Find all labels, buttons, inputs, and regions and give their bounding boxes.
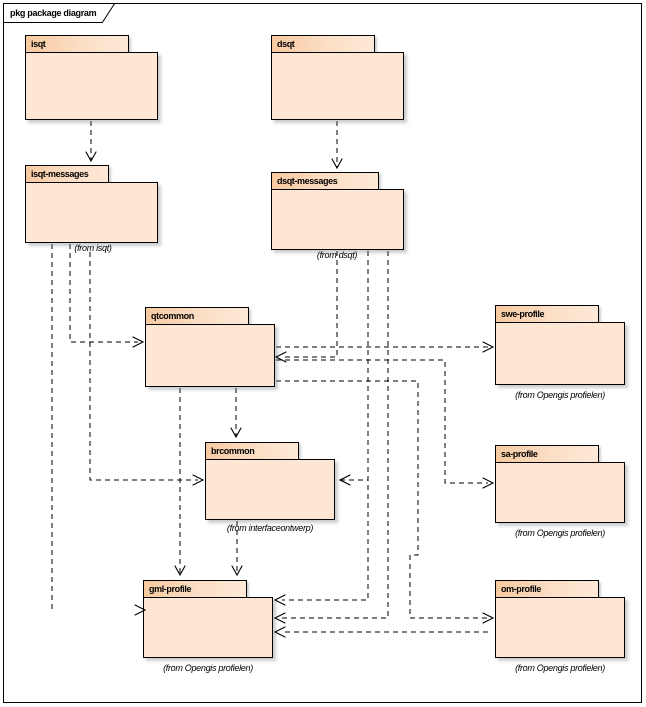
package-brcommon-label: brcommon	[211, 446, 255, 456]
diagram-frame	[3, 3, 642, 703]
package-gml-profile-body	[143, 597, 273, 658]
package-brcommon-body	[205, 459, 335, 520]
package-om-profile-tab: om-profile	[495, 580, 599, 598]
package-om-profile-body	[495, 597, 625, 658]
package-dsqt-messages-tab: dsqt-messages	[271, 172, 379, 190]
package-dsqt-messages-body	[271, 189, 404, 250]
package-dsqt-tab: dsqt	[271, 35, 375, 53]
diagram-frame-label: pkg package diagram	[10, 8, 97, 18]
package-isqt-messages-tab: isqt-messages	[25, 165, 109, 183]
package-qtcommon-label: qtcommon	[151, 311, 194, 321]
package-dsqt-messages-from: (from dsqt)	[316, 250, 358, 260]
package-isqt-messages-label: isqt-messages	[31, 169, 89, 179]
diagram-frame-tab: pkg package diagram	[3, 3, 102, 23]
frame-tab-corner-icon	[102, 3, 116, 24]
package-brcommon-from: (from interfaceontwerp)	[226, 523, 314, 533]
package-gml-profile-tab: gml-profile	[143, 580, 247, 598]
package-swe-profile-from: (from Opengis profielen)	[515, 390, 605, 400]
package-dsqt-body	[271, 52, 404, 120]
package-isqt-messages-body	[25, 182, 158, 243]
package-isqt-tab: isqt	[25, 35, 129, 53]
package-brcommon-tab: brcommon	[205, 442, 299, 460]
package-sa-profile-body	[495, 462, 625, 523]
package-sa-profile-label: sa-profile	[501, 449, 538, 459]
package-gml-profile-label: gml-profile	[149, 584, 192, 594]
package-dsqt-messages-label: dsqt-messages	[277, 176, 338, 186]
package-isqt-messages-from: (from isqt)	[74, 243, 112, 253]
package-sa-profile-tab: sa-profile	[495, 445, 599, 463]
package-gml-profile-from: (from Opengis profielen)	[163, 663, 253, 673]
package-swe-profile-label: swe-profile	[501, 309, 545, 319]
package-om-profile-from: (from Opengis profielen)	[515, 663, 605, 673]
package-swe-profile-body	[495, 322, 625, 385]
package-sa-profile-from: (from Opengis profielen)	[515, 528, 605, 538]
package-qtcommon-body	[145, 324, 275, 387]
package-swe-profile-tab: swe-profile	[495, 305, 599, 323]
package-isqt-label: isqt	[31, 39, 46, 49]
package-isqt-body	[25, 52, 158, 120]
package-qtcommon-tab: qtcommon	[145, 307, 249, 325]
package-om-profile-label: om-profile	[501, 584, 541, 594]
package-dsqt-label: dsqt	[277, 39, 295, 49]
